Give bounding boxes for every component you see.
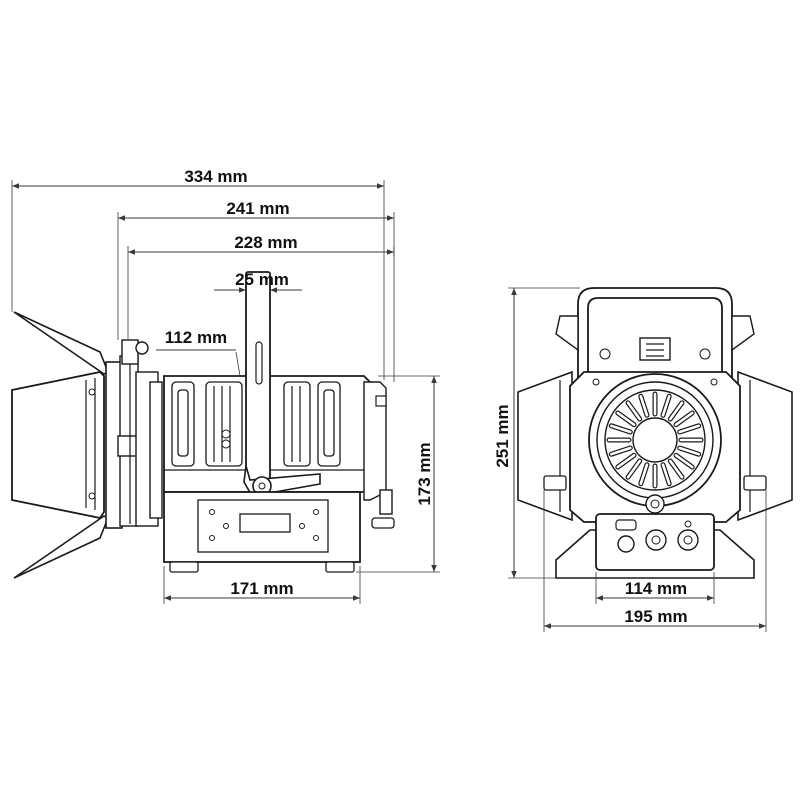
- yoke-front: [555, 287, 755, 383]
- label-195mm: 195 mm: [624, 607, 687, 626]
- lens-rib-inner: [678, 446, 701, 456]
- lens-rib-inner: [626, 401, 642, 421]
- lens-rib-inner: [668, 459, 684, 479]
- lens-rib-inner: [661, 394, 671, 417]
- lens-rib-inner: [626, 459, 642, 479]
- lens-rib-inner: [678, 424, 701, 434]
- lens-ribs: [606, 391, 704, 489]
- front-view: [508, 287, 793, 632]
- lens-rib-inner: [661, 463, 671, 486]
- lens-rib-inner: [674, 411, 694, 427]
- label-334mm: 334 mm: [184, 167, 247, 186]
- label-241mm: 241 mm: [226, 199, 289, 218]
- label-25mm: 25 mm: [235, 270, 289, 289]
- label-171mm: 171 mm: [230, 579, 293, 598]
- label-114mm: 114 mm: [625, 579, 687, 598]
- side-view: [11, 180, 440, 604]
- label-173mm: 173 mm: [415, 442, 434, 505]
- lens-rib-inner: [639, 463, 649, 486]
- barn-doors-front: [517, 370, 793, 522]
- lens-rib-inner: [609, 446, 632, 456]
- side-dimensions: [11, 180, 440, 604]
- base-front: [555, 513, 755, 579]
- label-228mm: 228 mm: [234, 233, 297, 252]
- yoke-side: [243, 271, 321, 497]
- lens-rib-inner: [616, 411, 636, 427]
- dimension-labels: 334 mm 241 mm 228 mm 25 mm 112 mm 173 mm…: [165, 167, 688, 626]
- lens-rib-inner: [668, 401, 684, 421]
- base-side: [163, 491, 361, 573]
- barn-doors-side: [11, 311, 110, 579]
- front-dimensions: [508, 287, 767, 632]
- label-251mm: 251 mm: [493, 404, 512, 467]
- lens-rib-inner: [609, 424, 632, 434]
- lens-rib-inner: [674, 453, 694, 469]
- lens-rib-inner: [616, 453, 636, 469]
- lens-rib-inner: [639, 394, 649, 417]
- label-112mm: 112 mm: [165, 328, 227, 347]
- housing-front: [569, 371, 741, 523]
- lens-frame-side: [105, 339, 163, 529]
